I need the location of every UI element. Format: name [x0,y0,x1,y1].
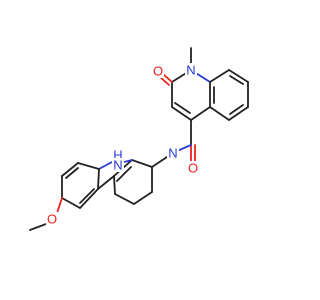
bond-n-ch [151,156,168,168]
amide-oxygen-label: O [188,161,198,176]
bond-amide-n [176,144,192,152]
bond-double [116,166,132,182]
bond [228,106,249,121]
indole-hydrogen-label: H [113,148,122,163]
bond-methyl [29,223,47,231]
methoxy-group [29,197,63,231]
pyrrole-ring [97,159,133,190]
cyclohexane-ring [113,159,153,205]
bond [98,161,113,170]
bond [79,188,99,209]
quinolinone-benzo-ring [209,69,249,121]
molecule-structure-diagram: O N O N H N O [29,47,249,231]
bond [56,197,63,214]
atom-labels: O N O N H N O [46,63,199,227]
bond [113,175,116,195]
bond [61,162,79,177]
amide-nitrogen-label: N [168,146,177,161]
bond-double [65,167,79,179]
bond [61,197,81,209]
bond [228,69,249,83]
bond-carbonyl-double [159,76,170,86]
bond-double [174,102,191,114]
bond [77,162,100,170]
bond [171,106,192,121]
quinolinone-nitrogen-label: N [186,63,195,78]
bond-double [229,75,244,85]
bond [209,69,230,83]
carbonyl-oxygen-label: O [153,64,163,79]
bond [209,106,230,121]
indole-nitrogen-label: N [113,158,122,173]
bond [190,106,211,121]
bond [114,193,135,205]
structure-canvas: O N O N H N O [29,47,249,231]
amide-linker [151,119,196,168]
carbazole-benzene-ring [61,162,100,209]
bond-carbonyl [162,73,173,83]
bond [133,191,153,205]
bond [123,159,133,163]
bond-double [79,188,95,204]
quinolinone-pyridone-ring [159,47,211,121]
bond [97,168,100,190]
bond [131,159,153,168]
bond-double [229,104,244,115]
methoxy-oxygen-label: O [47,212,57,227]
bond [97,175,115,190]
